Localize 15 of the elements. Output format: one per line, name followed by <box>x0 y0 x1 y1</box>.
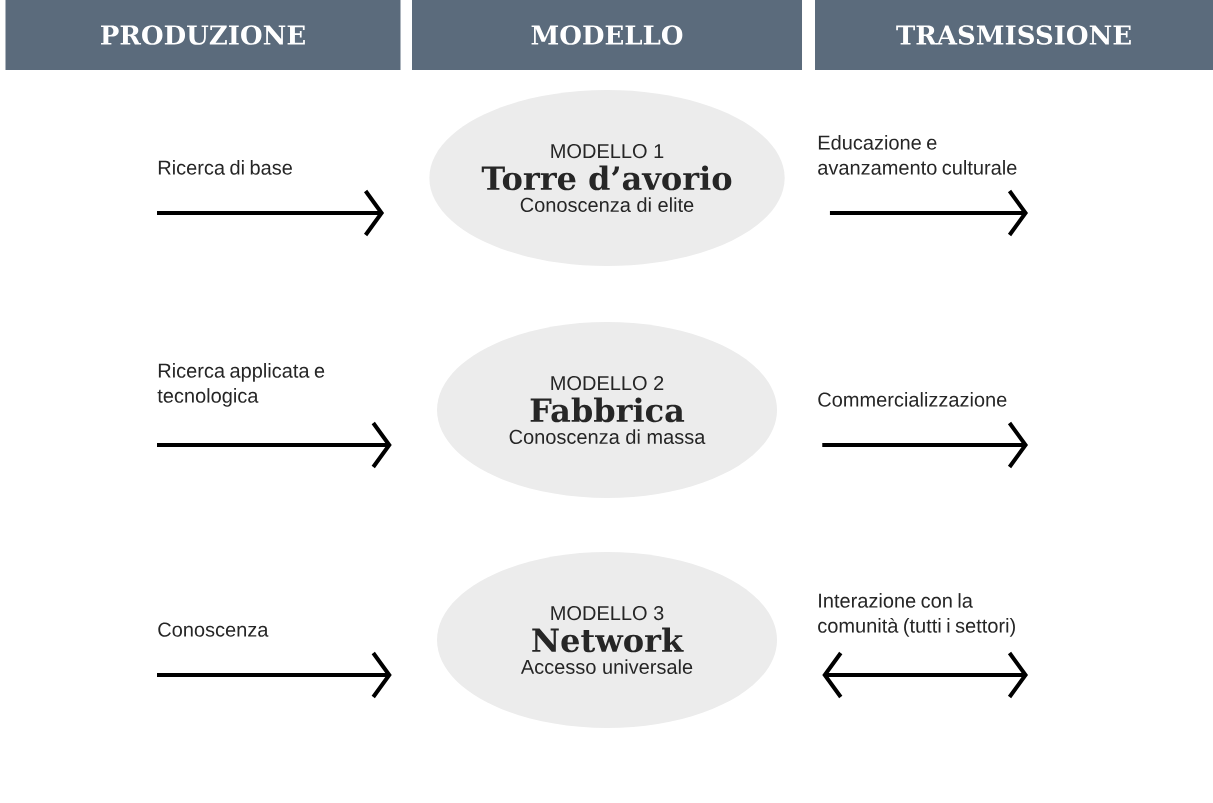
edge-label: Interazione con la comunità (tutti i settori) <box>818 593 1015 637</box>
arrow <box>157 189 385 237</box>
edge-label: Educazione e avanzamento culturale <box>818 135 1017 175</box>
edge-label: Conoscenza <box>158 622 269 637</box>
header-band: TRASMISSIONE <box>815 0 1213 70</box>
arrow <box>157 651 392 699</box>
header-band: PRODUZIONE <box>5 0 401 70</box>
edge-label: Ricerca di base <box>158 160 292 175</box>
arrow <box>822 421 1028 469</box>
edge-label: Commercializzazione <box>818 392 1007 407</box>
header-band: MODELLO <box>412 0 802 70</box>
arrow <box>822 651 1028 699</box>
edge-label: Ricerca applicata e tecnologica <box>157 363 325 407</box>
arrow <box>829 189 1028 237</box>
arrow <box>157 421 392 469</box>
